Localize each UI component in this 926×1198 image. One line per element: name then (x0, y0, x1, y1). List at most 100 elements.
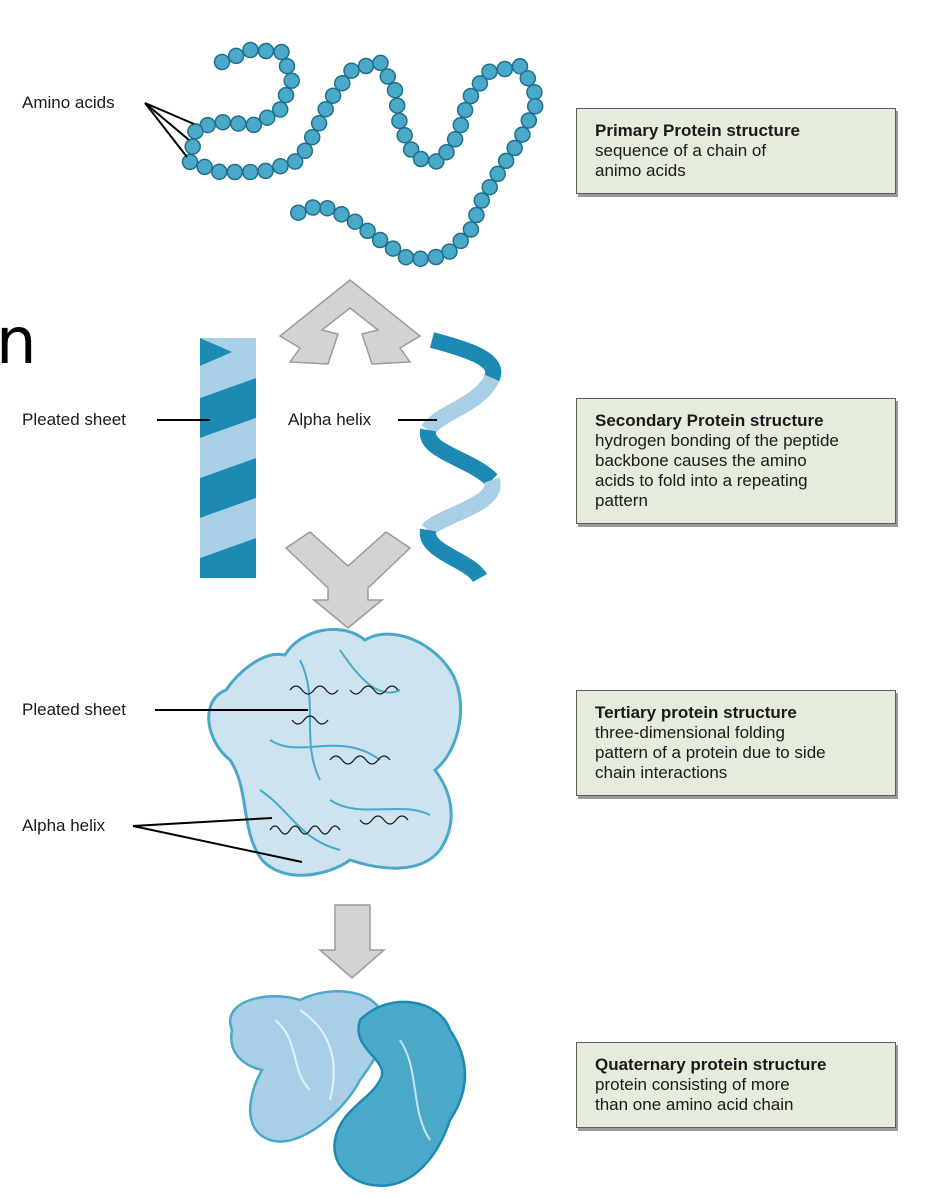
diverging-arrow (278, 279, 422, 365)
amino-acid-bead (286, 153, 304, 170)
tertiary-structure-title: Tertiary protein structure (595, 703, 797, 722)
amino-acid-bead (310, 115, 328, 132)
amino-acid-bead (428, 153, 445, 170)
amino-acid-bead (520, 112, 538, 129)
amino-acid-bead (359, 222, 376, 240)
amino-acid-bead (372, 54, 389, 72)
amino-acid-bead (497, 152, 515, 170)
amino-acid-bead (397, 248, 415, 266)
amino-acid-bead (304, 199, 322, 216)
amino-acid-bead (242, 41, 259, 59)
amino-acid-bead (290, 204, 307, 221)
amino-acid-bead (346, 213, 364, 230)
amino-acid-bead (227, 47, 245, 65)
tertiary-structure-desc-line: chain interactions (595, 763, 728, 782)
converging-arrow (284, 531, 412, 629)
tertiary-leader-lines (132, 709, 308, 863)
amino-acid-bead (526, 83, 543, 101)
amino-acid-bead (214, 113, 232, 131)
pleated-sheet-label-secondary: Pleated sheet (22, 410, 126, 429)
amino-acid-bead (334, 74, 351, 92)
primary-structure-title: Primary Protein structure (595, 121, 801, 140)
amino-acid-bead (333, 206, 350, 223)
primary-structure-desc-line: sequence of a chain of (595, 141, 767, 160)
amino-acid-bead (296, 142, 314, 160)
quaternary-structure-title: Quaternary protein structure (595, 1055, 827, 1074)
amino-acids-label: Amino acids (22, 93, 115, 112)
amino-acid-bead (317, 100, 334, 118)
amino-acid-bead (196, 158, 213, 176)
secondary-structure-title: Secondary Protein structure (595, 411, 824, 430)
amino-acid-bead (384, 240, 402, 257)
amino-acid-bead (257, 42, 275, 60)
secondary-structure-box: Secondary Protein structure hydrogen bon… (576, 398, 896, 524)
amino-acid-bead (388, 97, 406, 114)
primary-structure-box: Primary Protein structure sequence of a … (576, 108, 896, 194)
amino-acid-bead (283, 72, 300, 89)
secondary-structure-desc-line: backbone causes the amino (595, 451, 807, 470)
amino-acid-bead (519, 69, 537, 87)
secondary-structure-desc-line: acids to fold into a repeating (595, 471, 808, 490)
amino-acid-bead (526, 98, 544, 115)
amino-acid-bead (471, 75, 489, 92)
amino-acid-bead (446, 131, 464, 148)
pleated-sheet-shape (200, 338, 256, 578)
quaternary-structure-shape (228, 990, 467, 1188)
amino-acid-bead (271, 101, 289, 118)
amino-acid-bead (181, 153, 199, 171)
amino-acid-bead (452, 232, 469, 250)
amino-acid-bead (277, 86, 295, 104)
amino-acid-bead (226, 163, 244, 181)
pleated-sheet-label-tertiary: Pleated sheet (22, 700, 126, 719)
amino-acid-bead (386, 81, 404, 99)
amino-acid-bead (511, 58, 529, 75)
amino-acid-bead (441, 243, 458, 260)
alpha-helix-label-tertiary: Alpha helix (22, 816, 106, 835)
amino-acid-bead (303, 128, 321, 146)
amino-acid-bead (496, 60, 514, 78)
amino-acid-bead (396, 127, 413, 144)
amino-acid-bead (481, 178, 498, 196)
amino-acid-bead (258, 109, 276, 126)
down-arrow (318, 904, 386, 979)
tertiary-structure-desc-line: pattern of a protein due to side (595, 743, 826, 762)
amino-acid-bead (462, 87, 480, 105)
amino-acid-bead (489, 165, 506, 183)
amino-acid-bead (357, 57, 375, 75)
amino-acid-bead (319, 199, 336, 217)
quaternary-structure-desc-line: than one amino acid chain (595, 1095, 794, 1114)
cropped-edge-glyph: n (0, 305, 37, 379)
amino-acid-bead (402, 141, 420, 158)
tertiary-structure-box: Tertiary protein structure three-dimensi… (576, 690, 896, 796)
primary-structure-desc-line: animo acids (595, 161, 686, 180)
amino-acid-bead (506, 139, 523, 157)
amino-acid-chain (181, 41, 544, 268)
amino-acid-bead (343, 62, 360, 79)
amino-acid-bead (462, 221, 480, 238)
amino-acid-bead (514, 126, 531, 143)
amino-acid-bead (412, 250, 429, 268)
secondary-structure-desc-line: hydrogen bonding of the peptide (595, 431, 839, 450)
alpha-helix-label-secondary: Alpha helix (288, 410, 372, 429)
amino-acid-bead (412, 150, 430, 168)
amino-acid-bead (391, 112, 408, 130)
amino-acid-bead (427, 248, 445, 266)
amino-acid-bead (213, 53, 231, 71)
amino-acid-bead (257, 162, 274, 180)
amino-acid-bead (272, 157, 289, 175)
amino-acids-leader-lines (144, 102, 195, 158)
amino-acid-bead (324, 87, 342, 104)
quaternary-structure-desc-line: protein consisting of more (595, 1075, 790, 1094)
secondary-structure-desc-line: pattern (595, 491, 648, 510)
amino-acid-bead (379, 68, 397, 85)
amino-acid-bead (452, 116, 470, 134)
amino-acid-bead (456, 101, 474, 119)
amino-acid-bead (187, 123, 204, 140)
tertiary-structure-desc-line: three-dimensional folding (595, 723, 785, 742)
amino-acid-bead (473, 192, 491, 209)
amino-acid-bead (245, 116, 262, 134)
amino-acid-bead (230, 115, 247, 132)
amino-acid-bead (468, 206, 485, 224)
alpha-helix-shape (419, 332, 502, 583)
